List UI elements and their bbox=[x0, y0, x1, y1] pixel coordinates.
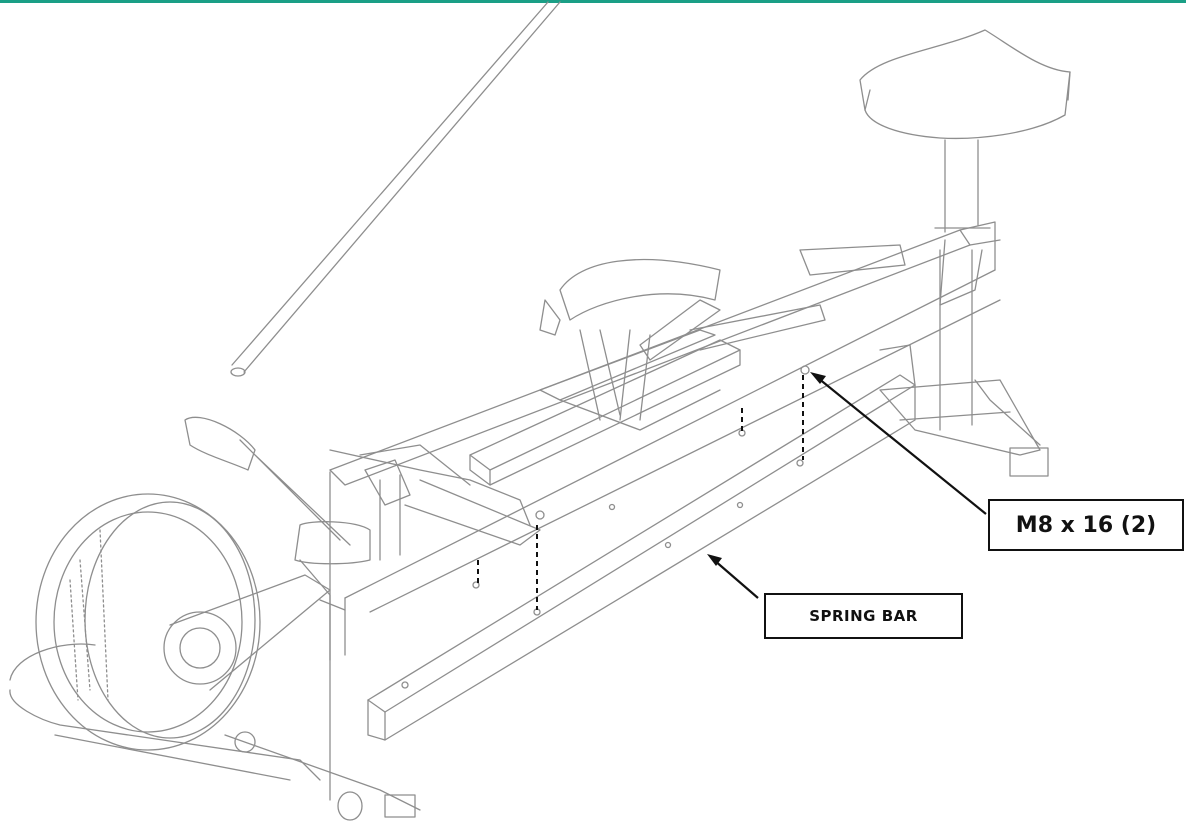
bolt-guide-lines bbox=[477, 375, 804, 610]
spring-bar-leader-line bbox=[713, 559, 759, 599]
front-base bbox=[9, 643, 421, 821]
header-accent-bar bbox=[0, 0, 1186, 3]
rear-stand-and-seat bbox=[859, 29, 1071, 477]
bolt-holes bbox=[401, 365, 810, 689]
spring-bar-drawing bbox=[367, 344, 916, 741]
front-frame bbox=[184, 416, 541, 801]
spring-bar-arrowhead bbox=[707, 554, 722, 566]
spring-bar-callout-label: SPRING BAR bbox=[764, 593, 963, 639]
loose-tube bbox=[230, 1, 561, 377]
bolt-arrowhead bbox=[810, 372, 826, 384]
flywheel bbox=[35, 493, 331, 751]
bolt-callout-label: M8 x 16 (2) bbox=[988, 499, 1184, 551]
bolt-leader-line bbox=[817, 377, 987, 515]
seat-carriage bbox=[469, 244, 906, 486]
